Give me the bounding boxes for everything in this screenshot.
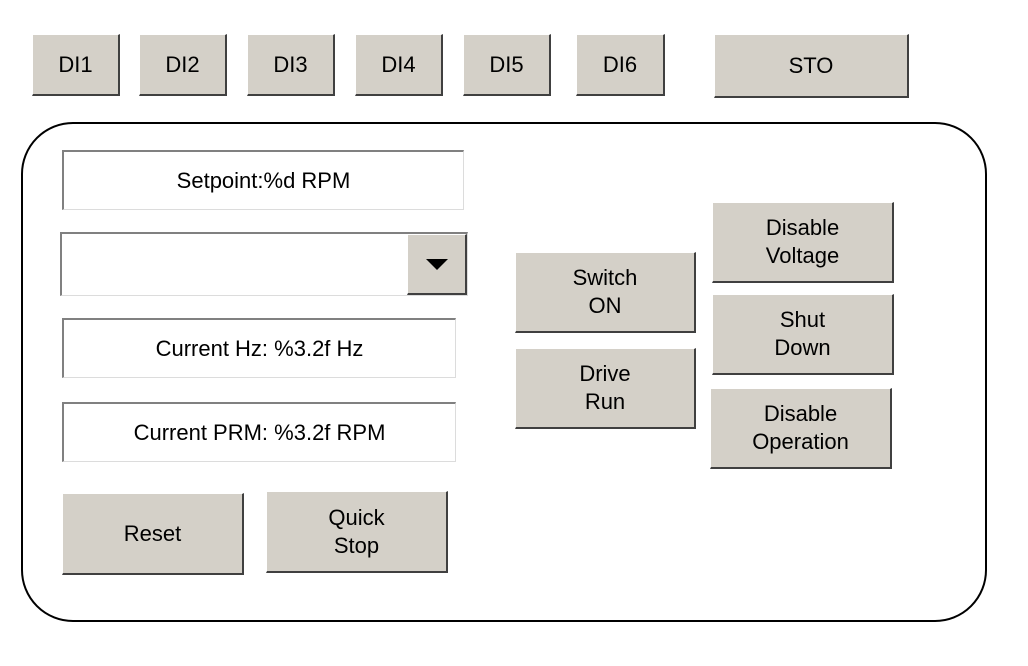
di5-button[interactable]: DI5 (463, 34, 551, 96)
chevron-down-icon (425, 258, 448, 270)
di1-button[interactable]: DI1 (32, 34, 120, 96)
disable-operation-button[interactable]: Disable Operation (710, 388, 892, 469)
di6-button[interactable]: DI6 (576, 34, 665, 96)
switch-on-button[interactable]: Switch ON (515, 252, 696, 333)
setpoint-display: Setpoint:%d RPM (62, 150, 464, 210)
drive-run-button[interactable]: Drive Run (515, 348, 696, 429)
di3-button[interactable]: DI3 (247, 34, 335, 96)
di4-button[interactable]: DI4 (355, 34, 443, 96)
current-hz-display: Current Hz: %3.2f Hz (62, 318, 456, 378)
current-rpm-display: Current PRM: %3.2f RPM (62, 402, 456, 462)
quick-stop-button[interactable]: Quick Stop (266, 491, 448, 573)
dropdown-button[interactable] (407, 234, 467, 295)
shut-down-button[interactable]: Shut Down (712, 294, 894, 375)
disable-voltage-button[interactable]: Disable Voltage (712, 202, 894, 283)
di2-button[interactable]: DI2 (139, 34, 227, 96)
reset-button[interactable]: Reset (62, 493, 244, 575)
mode-select[interactable] (60, 232, 468, 296)
sto-button[interactable]: STO (714, 34, 909, 98)
